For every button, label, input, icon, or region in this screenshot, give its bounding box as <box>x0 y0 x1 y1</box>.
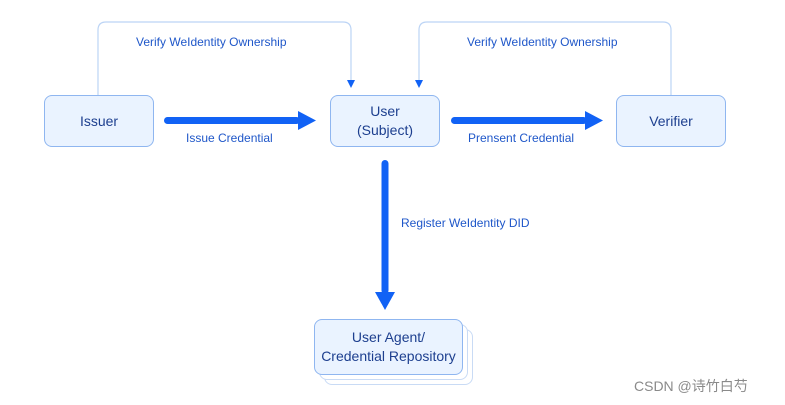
verifier-node: Verifier <box>616 95 726 147</box>
issue-credential-arrow-shaft <box>164 117 300 124</box>
verify-ownership-right-label: Verify WeIdentity Ownership <box>467 35 618 49</box>
verify-loop-right-arrowhead <box>415 80 423 88</box>
verify-loop-left-arrowhead <box>347 80 355 88</box>
issuer-label: Issuer <box>79 112 119 129</box>
present-credential-arrow-shaft <box>451 117 587 124</box>
credential-repository-label: Credential Repository <box>321 348 456 364</box>
issuer-node: Issuer <box>44 95 154 147</box>
issue-credential-arrowhead <box>298 111 316 130</box>
verify-ownership-left-label: Verify WeIdentity Ownership <box>136 35 287 49</box>
present-credential-arrowhead <box>585 111 603 130</box>
user-label: User <box>370 103 400 119</box>
issue-credential-label: Issue Credential <box>186 131 273 145</box>
register-did-label: Register WeIdentity DID <box>401 216 530 230</box>
register-did-arrow-shaft <box>381 160 389 294</box>
user-subject-node: User (Subject) <box>330 95 440 147</box>
watermark: CSDN @诗竹白芍 <box>634 378 748 394</box>
register-did-arrowhead <box>375 292 395 310</box>
present-credential-label: Prensent Credential <box>468 131 575 145</box>
user-agent-label: User Agent/ <box>351 329 426 345</box>
verify-loop-right-connector <box>418 21 672 95</box>
verify-loop-left-connector <box>97 21 352 95</box>
user-agent-repository-node: User Agent/ Credential Repository <box>314 319 463 375</box>
verifier-label: Verifier <box>649 112 693 129</box>
subject-label: (Subject) <box>356 122 414 138</box>
